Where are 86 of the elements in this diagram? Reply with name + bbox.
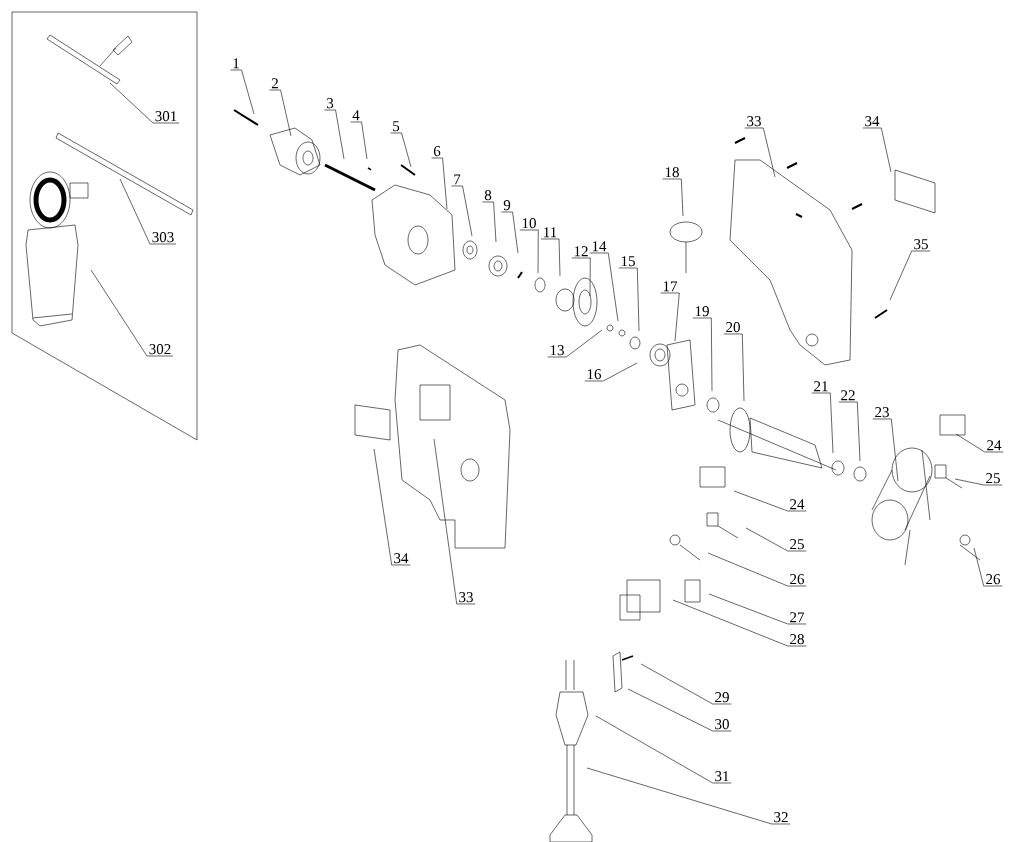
callout-number: 13 bbox=[550, 345, 564, 356]
leader-line bbox=[230, 69, 255, 115]
callout-number: 28 bbox=[790, 634, 804, 645]
leader-line bbox=[324, 109, 345, 160]
leader-line bbox=[584, 362, 638, 382]
callout-number: 10 bbox=[522, 218, 536, 229]
leader-line bbox=[571, 257, 591, 297]
callout-number: 16 bbox=[587, 369, 602, 380]
callout-number: 22 bbox=[841, 390, 855, 401]
callout-number: 21 bbox=[814, 381, 828, 392]
callout-number: 26 bbox=[790, 574, 805, 585]
callout-number: 14 bbox=[592, 241, 607, 252]
leader-line bbox=[672, 599, 807, 647]
leader-line bbox=[640, 663, 732, 705]
callout-number: 20 bbox=[726, 322, 740, 333]
leader-line bbox=[889, 250, 931, 301]
leader-line bbox=[692, 317, 713, 392]
leader-line bbox=[519, 229, 539, 274]
callout-number: 7 bbox=[454, 174, 461, 185]
leader-line bbox=[482, 201, 497, 243]
callout-number: 303 bbox=[152, 232, 174, 243]
callout-number: 27 bbox=[790, 612, 805, 623]
leader-line bbox=[540, 238, 561, 277]
leader-line bbox=[109, 82, 180, 124]
leader-line bbox=[433, 438, 476, 605]
callout-number: 15 bbox=[621, 256, 635, 267]
callout-number: 8 bbox=[484, 190, 492, 201]
leader-line bbox=[547, 329, 603, 358]
leader-line bbox=[733, 490, 807, 512]
callout-number: 301 bbox=[155, 111, 177, 122]
leader-line bbox=[954, 478, 1003, 486]
callout-number: 33 bbox=[459, 592, 473, 603]
callout-number: 23 bbox=[875, 407, 889, 418]
leader-line bbox=[373, 448, 411, 566]
callout-number: 33 bbox=[747, 116, 761, 127]
leader-line bbox=[595, 715, 732, 784]
callout-number: 6 bbox=[433, 146, 441, 157]
callout-number: 29 bbox=[715, 692, 729, 703]
leader-line bbox=[586, 767, 791, 825]
leader-line bbox=[838, 401, 861, 462]
leader-line bbox=[872, 418, 899, 482]
callout-number: 3 bbox=[327, 98, 334, 109]
callout-number: 19 bbox=[695, 306, 709, 317]
leader-line bbox=[662, 178, 684, 217]
callout-number: 34 bbox=[865, 116, 880, 127]
leader-line bbox=[707, 552, 807, 587]
leader-line bbox=[350, 121, 368, 160]
callout-number: 26 bbox=[986, 574, 1001, 585]
callout-number: 1 bbox=[233, 58, 239, 69]
callout-number: 18 bbox=[665, 167, 679, 178]
callout-number: 30 bbox=[715, 719, 729, 730]
leader-line bbox=[119, 178, 177, 245]
leader-line bbox=[862, 127, 892, 173]
leader-line bbox=[955, 433, 1004, 453]
leader-line bbox=[708, 593, 807, 625]
callout-number: 24 bbox=[987, 440, 1002, 451]
leader-line bbox=[618, 267, 640, 332]
callout-number: 24 bbox=[790, 499, 805, 510]
callout-number: 9 bbox=[503, 200, 511, 211]
leader-line bbox=[811, 392, 834, 454]
leader-line bbox=[723, 333, 745, 402]
callout-number: 31 bbox=[715, 771, 729, 782]
leader-line bbox=[745, 527, 807, 552]
leader-line bbox=[501, 211, 519, 254]
leader-line bbox=[431, 157, 448, 210]
callout-number: 34 bbox=[394, 553, 409, 564]
callout-number: 17 bbox=[663, 281, 678, 292]
callout-number: 12 bbox=[574, 246, 588, 257]
callout-number: 5 bbox=[393, 121, 400, 132]
callout-number: 11 bbox=[544, 227, 557, 238]
leader-line bbox=[589, 252, 619, 322]
leader-line bbox=[451, 185, 473, 237]
callout-number: 302 bbox=[149, 344, 171, 355]
leader-line bbox=[973, 547, 1003, 587]
callout-number: 32 bbox=[774, 812, 788, 823]
callout-number: 2 bbox=[271, 78, 278, 89]
leader-line bbox=[744, 127, 776, 178]
callout-number: 25 bbox=[790, 539, 804, 550]
callout-number: 25 bbox=[986, 473, 1000, 484]
leader-line bbox=[660, 292, 680, 342]
leader-line bbox=[269, 89, 292, 137]
callout-number: 35 bbox=[914, 239, 928, 250]
leader-line bbox=[90, 269, 174, 357]
leader-line bbox=[390, 132, 412, 168]
leader-line bbox=[627, 688, 732, 732]
callout-number: 4 bbox=[352, 110, 360, 121]
